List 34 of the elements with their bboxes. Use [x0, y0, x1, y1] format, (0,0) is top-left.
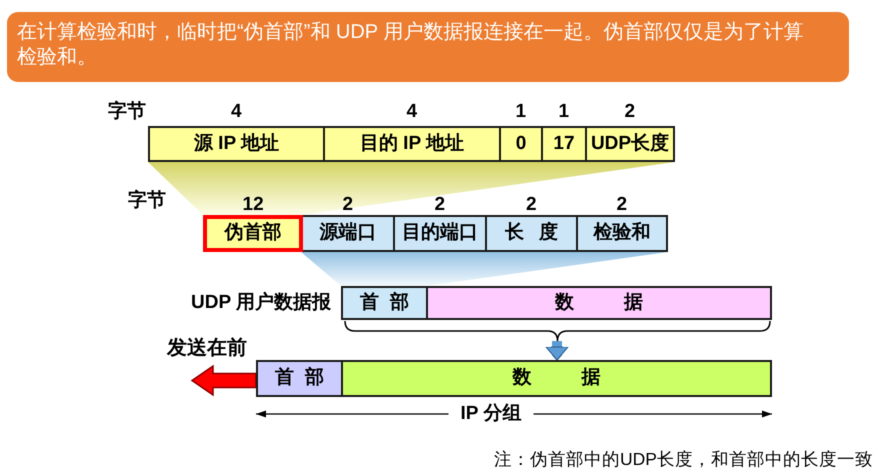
unit-label: 字节: [128, 190, 166, 212]
header-field: 源 IP 地址: [148, 126, 325, 162]
header-field: 0: [499, 126, 543, 162]
direction-label: 发送在前: [167, 336, 247, 360]
byte-count: 1: [516, 100, 526, 124]
header-field: 首 部: [341, 286, 428, 320]
expansion-band: [301, 252, 668, 286]
highlighted-field: 伪首部: [203, 215, 303, 252]
header-field: 目的端口: [393, 215, 487, 252]
byte-count: 2: [526, 194, 537, 216]
dimension-label: IP 分组: [460, 402, 522, 426]
header-field: 首 部: [256, 360, 343, 397]
header-field: UDP长度: [585, 126, 675, 162]
header-field: 源端口: [301, 215, 395, 252]
byte-count: 12: [242, 194, 264, 216]
header-field: 17: [541, 126, 587, 162]
byte-count: 4: [231, 100, 242, 124]
byte-count: 2: [434, 194, 446, 216]
expansion-band: [148, 162, 675, 215]
header-field: 目的 IP 地址: [323, 126, 501, 162]
unit-label: 字节: [108, 100, 146, 124]
header-field: 长 度: [485, 215, 578, 252]
note-banner: 在计算检验和时，临时把“伪首部”和 UDP 用户数据报连接在一起。伪首部仅仅是为了计算检验和。: [7, 12, 849, 82]
datagram-label: UDP 用户数据报: [191, 292, 332, 314]
byte-count: 1: [558, 100, 570, 124]
data-field: 数 据: [341, 360, 772, 397]
block-arrow: [546, 341, 568, 360]
byte-count: 2: [624, 100, 636, 124]
header-field: 检验和: [576, 215, 668, 252]
byte-count: 2: [616, 194, 628, 216]
byte-count: 4: [406, 100, 418, 124]
byte-count: 2: [342, 194, 354, 216]
data-field: 数 据: [426, 286, 772, 320]
note-text: 注：伪首部中的UDP长度，和首部中的长度一致: [494, 448, 873, 470]
